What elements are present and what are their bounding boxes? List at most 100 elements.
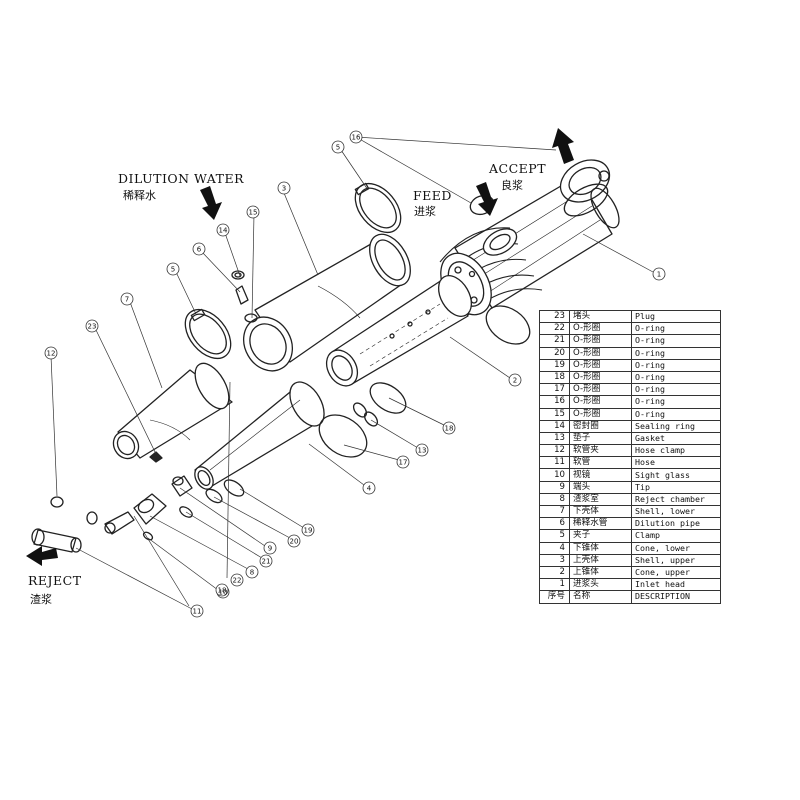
part-number-cell: 3: [539, 553, 570, 567]
part-description-cell: Cone, lower: [631, 541, 721, 555]
callout-circle-16: [349, 130, 363, 144]
part-name-zh-cell: 上锥体: [569, 565, 632, 580]
lower-cone-part: [194, 381, 325, 490]
part-number-cell: 5: [539, 529, 570, 543]
part-name-zh-cell: 软管夹: [569, 444, 632, 458]
dilution-pipe-part: [231, 270, 258, 323]
callout-circle-5b: [166, 262, 180, 276]
callout-circle-4: [362, 481, 376, 495]
part-description-cell: O-ring: [631, 395, 721, 409]
part-description-cell: Cone, upper: [631, 565, 721, 580]
part-number-cell: 2: [539, 565, 570, 580]
gasket-13-part: [352, 402, 379, 427]
callout-numbers: 1 2 3 4 5 5 6 7 8 9 10 11 12 13 14 15 16…: [47, 134, 662, 616]
callout-circle-17: [396, 455, 410, 469]
part-name-zh-cell: O-形圈: [569, 407, 632, 421]
part-name-zh-cell: O-形圈: [569, 334, 632, 348]
callout-number: 3: [282, 185, 286, 193]
part-number-cell: 15: [539, 407, 570, 421]
o-ring-18-part: [369, 382, 407, 414]
callout-number: 11: [193, 608, 202, 616]
callout-number: 20: [290, 538, 299, 546]
part-number-cell: 1: [539, 578, 570, 592]
callout-number: 16: [352, 134, 361, 142]
header-name-cell: 名称: [569, 590, 632, 604]
part-name-zh-cell: 堵头: [569, 309, 632, 324]
part-number-cell: 11: [539, 456, 570, 470]
part-number-cell: 18: [539, 370, 570, 385]
callout-circle-1: [652, 267, 666, 281]
part-description-cell: O-ring: [631, 358, 721, 372]
part-description-cell: O-ring: [631, 322, 721, 336]
callout-circles: [44, 130, 666, 618]
callout-number: 13: [418, 447, 427, 455]
part-description-cell: Reject chamber: [631, 492, 721, 507]
part-description-cell: O-ring: [631, 334, 721, 348]
feed-label: FEED: [413, 188, 452, 203]
part-number-cell: 13: [539, 431, 570, 446]
part-name-zh-cell: 夹子: [569, 529, 632, 543]
part-name-zh-cell: O-形圈: [569, 358, 632, 372]
upper-cone-part: [325, 275, 473, 387]
part-name-zh-cell: 上壳体: [569, 553, 632, 567]
callout-number: 2: [513, 377, 517, 385]
tip-9-part: [171, 475, 193, 497]
callout-circle-7: [120, 292, 134, 306]
part-name-zh-cell: 端头: [569, 480, 632, 494]
part-number-cell: 20: [539, 346, 570, 360]
callout-number: 22: [233, 577, 242, 585]
callout-circle-21: [259, 554, 273, 568]
callout-number: 17: [399, 459, 408, 467]
callout-circle-18b: [215, 583, 229, 597]
part-number-cell: 9: [539, 480, 570, 494]
part-description-cell: Plug: [631, 309, 721, 324]
callout-number: 21: [262, 558, 271, 566]
hose-clamp-12-part: [50, 496, 64, 508]
part-description-cell: Dilution pipe: [631, 517, 721, 531]
part-name-zh-cell: 下壳体: [569, 504, 632, 519]
callout-number: 18: [445, 425, 454, 433]
callout-number: 14: [219, 227, 228, 235]
part-name-zh-cell: 视镜: [569, 468, 632, 482]
part-name-zh-cell: O-形圈: [569, 370, 632, 385]
reject-label: REJECT: [28, 573, 82, 588]
callout-number: 19: [304, 527, 313, 535]
o-ring-21-part: [179, 506, 193, 518]
callout-circle-2: [508, 373, 522, 387]
part-description-cell: Sealing ring: [631, 419, 721, 433]
part-description-cell: Gasket: [631, 431, 721, 446]
callout-number: 9: [268, 545, 272, 553]
callout-circle-6: [192, 242, 206, 256]
callout-number: 15: [249, 209, 258, 217]
part-description-cell: Shell, upper: [631, 553, 721, 567]
callout-number: 1: [657, 271, 661, 279]
part-number-cell: 12: [539, 444, 570, 458]
hose-clamp-upper-part: [86, 511, 98, 525]
callout-circle-19: [301, 523, 315, 537]
part-description-cell: O-ring: [631, 370, 721, 385]
part-number-cell: 8: [539, 492, 570, 507]
part-name-zh-cell: 稀释水管: [569, 517, 632, 531]
part-name-zh-cell: 渣浆室: [569, 492, 632, 507]
part-name-zh-cell: 密封圈: [569, 419, 632, 433]
clamp-lower-part: [184, 308, 232, 360]
callout-number: 18: [218, 587, 227, 595]
part-description-cell: O-ring: [631, 346, 721, 360]
callout-number: 10: [219, 589, 228, 597]
